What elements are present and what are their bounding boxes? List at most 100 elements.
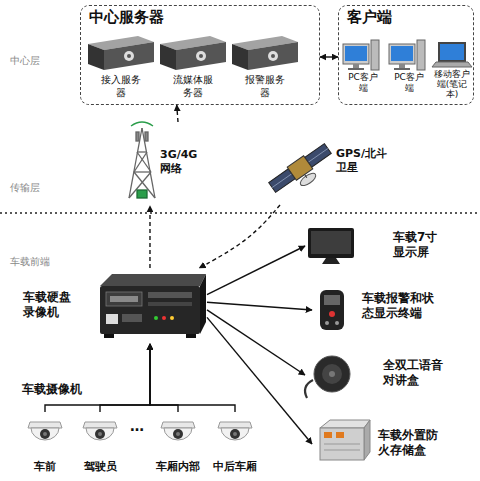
node-label: 报警服务器 — [242, 74, 288, 99]
storage-box-icon — [324, 450, 360, 451]
group-label: 车载摄像机 — [22, 382, 82, 396]
dome-camera-icon — [31, 428, 59, 440]
device-node: 3G/4G 网络 — [122, 122, 202, 206]
device-node: 中后车厢 — [209, 412, 261, 476]
layer-label: 中心层 — [10, 55, 40, 67]
node-label: 中后车厢 — [209, 460, 261, 474]
node-label: 全双工语音对讲盒 — [383, 358, 449, 388]
node-label: 车厢内部 — [152, 460, 204, 474]
pc-icon — [343, 40, 379, 70]
pc-icon — [371, 40, 379, 70]
dvr-icon — [148, 302, 192, 306]
dvr-icon — [100, 274, 206, 338]
connector-arrow — [45, 344, 150, 412]
intercom-icon — [322, 364, 342, 384]
alarm-terminal-icon — [324, 295, 340, 305]
storage-box-icon — [336, 432, 344, 438]
dome-camera-icon — [86, 428, 114, 440]
server-icon — [199, 54, 203, 58]
dome-camera-icon — [83, 422, 117, 428]
dome-camera-icon — [221, 428, 249, 440]
dvr-icon — [162, 316, 166, 320]
server-icon — [124, 51, 134, 61]
tower-icon — [136, 132, 139, 141]
satellite-icon — [305, 175, 307, 178]
intercom-icon — [305, 356, 350, 398]
dome-camera-icon — [161, 422, 195, 428]
monitor-icon — [308, 228, 354, 264]
tower-icon — [137, 151, 147, 152]
tower-icon — [134, 171, 151, 172]
server-icon — [160, 36, 226, 70]
monitor-icon — [311, 231, 351, 254]
alarm-terminal-icon — [325, 321, 329, 325]
alarm-terminal-icon — [329, 311, 335, 317]
storage-box-icon — [320, 420, 370, 428]
laptop-icon — [438, 42, 466, 62]
server-icon — [176, 42, 226, 70]
pc-icon — [345, 46, 367, 61]
dome-camera-icon — [218, 422, 252, 428]
device-node: 接入服务器 — [86, 30, 156, 102]
layer-label: 车载前端 — [10, 256, 50, 268]
tower-icon — [131, 122, 153, 126]
dome-camera-icon — [95, 429, 105, 439]
connector-arrow — [320, 56, 338, 57]
node-label: 车载外置防火存储盒 — [378, 428, 444, 458]
monitor-icon — [322, 258, 340, 264]
intercom-icon — [314, 356, 350, 392]
device-node: 车前 — [19, 412, 71, 476]
connector-arrow — [149, 206, 150, 268]
node-label: PC客户端 — [391, 72, 427, 95]
laptop-icon — [440, 44, 464, 60]
node-label: 流媒体服务器 — [170, 74, 216, 99]
dvr-icon — [100, 286, 200, 334]
tower-icon — [137, 190, 147, 198]
satellite-icon — [272, 174, 292, 188]
dome-camera-icon — [161, 422, 195, 440]
dome-camera-icon — [218, 422, 252, 440]
dvr-icon — [186, 334, 196, 338]
storage-box-icon — [320, 420, 370, 460]
server-icon — [232, 44, 248, 70]
dome-camera-icon — [176, 432, 180, 436]
dvr-icon — [106, 292, 142, 306]
dvr-icon — [104, 334, 114, 338]
pc-icon — [348, 68, 364, 70]
dome-camera-icon — [230, 429, 240, 439]
server-icon — [271, 54, 275, 58]
dvr-icon — [122, 314, 142, 322]
server-icon — [196, 51, 206, 61]
connector-arrow — [207, 246, 305, 295]
dome-camera-icon — [98, 432, 102, 436]
server-icon — [160, 44, 176, 70]
dome-camera-icon — [43, 432, 47, 436]
pc-icon — [389, 40, 425, 70]
device-node: 全双工语音对讲盒 — [305, 350, 475, 400]
dome-camera-icon — [28, 422, 62, 440]
device-node: 车载报警和状态显示终端 — [312, 285, 475, 335]
dome-camera-icon — [28, 422, 62, 428]
node-label: 车载报警和状态显示终端 — [362, 291, 440, 321]
tower-icon — [137, 152, 151, 172]
connector-arrow — [207, 302, 312, 310]
storage-box-icon — [364, 420, 370, 460]
alarm-terminal-icon — [320, 290, 344, 330]
pc-icon — [389, 44, 415, 64]
server-icon — [127, 54, 131, 58]
node-label: 驾驶员 — [74, 460, 126, 474]
server-icon — [232, 36, 298, 70]
dvr-icon — [170, 316, 174, 320]
connector-arrow — [100, 344, 150, 412]
node-label: GPS/北斗 卫星 — [336, 147, 398, 175]
tower-icon — [129, 122, 155, 198]
pc-icon — [394, 68, 410, 70]
node-label: 车前 — [19, 460, 71, 474]
pc-icon — [353, 64, 359, 68]
storage-box-icon — [324, 444, 360, 445]
satellite-icon — [268, 142, 339, 202]
device-node: 移动客户端(笔记本) — [431, 30, 473, 104]
pc-icon — [417, 40, 425, 70]
connector-arrow — [150, 344, 235, 412]
dome-camera-icon — [164, 428, 192, 440]
